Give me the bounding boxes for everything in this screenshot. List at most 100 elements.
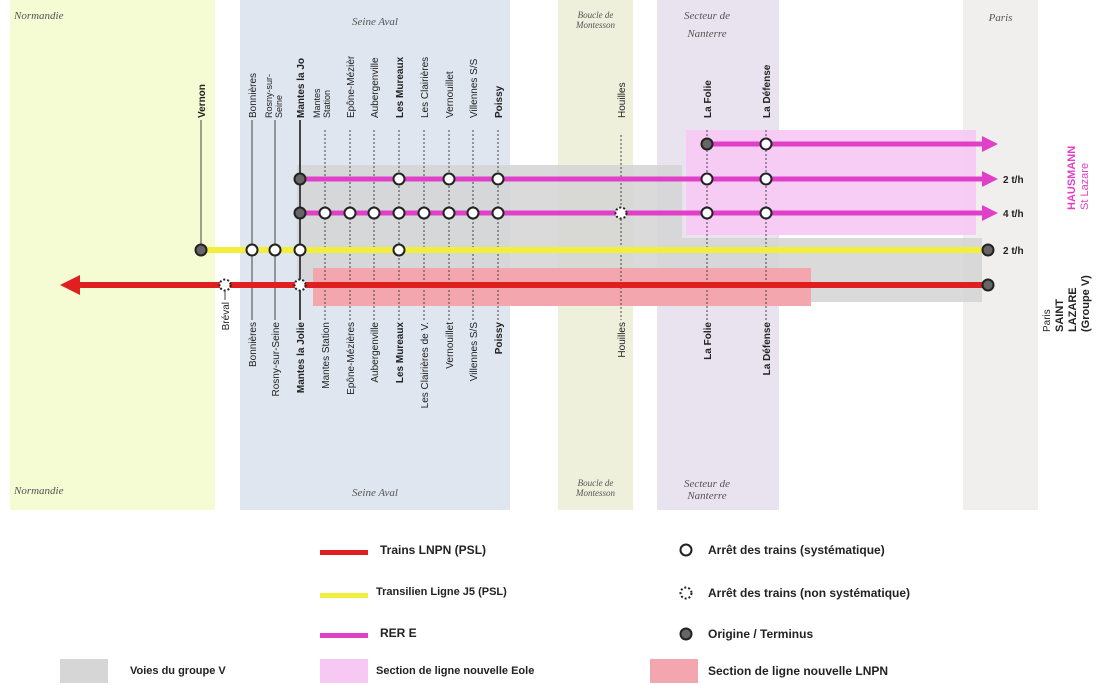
label-bottom-mantes-station: Mantes Station	[321, 322, 332, 389]
stop-breval-lnpn	[218, 278, 232, 292]
freq-transilien: 2 t/h	[1003, 246, 1024, 257]
label-top-vernouillet: Vernouillet	[445, 71, 456, 118]
legend-lnpn-label: Trains LNPN (PSL)	[380, 543, 487, 557]
label-bottom-poissy: Poissy	[494, 322, 505, 355]
label-bottom-bonnieres: Bonnières	[248, 322, 259, 367]
label-bottom-villennes: Villennes S/S	[469, 322, 480, 382]
label-top-mantes-jolie: Mantes la Jo	[296, 58, 307, 118]
dest-paris: Paris	[1042, 309, 1053, 332]
legend-stop-sys-icon	[679, 543, 693, 557]
stop-la-folie-l2	[700, 172, 714, 186]
stop-houilles-l3	[614, 206, 628, 220]
stop-la-defense-l3	[759, 206, 773, 220]
stop-mantes-station-l3	[318, 206, 332, 220]
zone-normandie	[10, 0, 215, 510]
legend-rere-label: RER E	[380, 626, 417, 640]
label-top-rosny-2: Seine	[274, 95, 284, 118]
legend-origin-label: Origine / Terminus	[708, 627, 814, 641]
label-bottom-aubergenville: Aubergenville	[370, 322, 381, 383]
label-bottom-vernouillet: Vernouillet	[445, 322, 456, 369]
voies-groupe-v-area-1	[297, 165, 682, 285]
label-bottom-houilles: Houilles	[617, 322, 628, 358]
rere-arrow-1	[982, 136, 998, 152]
zone-label-normandie-bottom: Normandie	[14, 485, 64, 497]
dest-st-lazare: St Lazare	[1079, 163, 1091, 210]
zone-label-secteur-line1: Secteur de	[683, 10, 731, 22]
legend-eole-label: Section de ligne nouvelle Eole	[376, 665, 535, 677]
label-bottom-mantes-jolie: Mantes la Jolie	[296, 322, 307, 394]
label-top-la-folie: La Folie	[703, 80, 714, 118]
label-top-mantes-station-2: Station	[322, 90, 332, 118]
stop-mureaux-l2	[392, 172, 406, 186]
rere-arrow-3	[982, 205, 998, 221]
legend-transilien-swatch	[320, 593, 368, 598]
stop-clairieres-l3	[417, 206, 431, 220]
legend-lnpn-swatch	[320, 550, 368, 555]
stop-la-defense-l1	[759, 137, 773, 151]
dest-hausmann: HAUSMANN	[1066, 146, 1078, 210]
label-top-houilles: Houilles	[617, 82, 628, 118]
zone-label-secteur-bottom-line2: Nanterre	[687, 490, 727, 502]
origin-mantes-l2	[293, 172, 307, 186]
label-bottom-clairieres: Les Clairières de V.	[420, 322, 431, 408]
stop-vernouillet-l3	[442, 206, 456, 220]
zone-label-boucle-bottom: Boucle de Montesson	[558, 478, 633, 498]
stop-mantes-transilien	[293, 243, 307, 257]
stop-la-folie-l3	[700, 206, 714, 220]
label-top-mantes-station: Mantes	[312, 88, 322, 118]
legend-eole-swatch	[320, 659, 368, 683]
legend-lnpn-section-swatch	[650, 659, 698, 683]
dest-saint: SAINT	[1054, 299, 1066, 332]
zone-label-paris-top: Paris	[988, 12, 1013, 24]
stop-rosny-transilien	[268, 243, 282, 257]
origin-vernon-transilien	[194, 243, 208, 257]
label-bottom-la-folie: La Folie	[703, 322, 714, 360]
stop-bonnieres-transilien	[245, 243, 259, 257]
label-bottom-breval: Bréval	[221, 302, 232, 330]
zone-label-secteur-line2: Nanterre	[687, 28, 727, 40]
stop-vernouillet-l2	[442, 172, 456, 186]
dest-groupe-v: (Groupe V)	[1080, 275, 1092, 332]
zone-label-normandie-top: Normandie	[14, 10, 64, 22]
zone-label-secteur-top: Secteur de Nanterre	[657, 10, 757, 40]
label-top-vernon: Vernon	[197, 84, 208, 118]
label-top-bonnieres: Bonnières	[248, 73, 259, 118]
stop-aubergenville-l3	[367, 206, 381, 220]
stop-villennes-l3	[466, 206, 480, 220]
label-bottom-mureaux: Les Mureaux	[395, 322, 406, 384]
legend-rere-swatch	[320, 633, 368, 638]
zone-label-boucle-bottom-line1: Boucle de	[577, 478, 614, 488]
label-top-poissy: Poissy	[494, 85, 505, 118]
label-top-mureaux: Les Mureaux	[395, 56, 406, 118]
legend-voies-label: Voies du groupe V	[130, 665, 226, 677]
eole-section-area	[686, 130, 976, 235]
legend-symbols	[679, 543, 693, 641]
origin-mantes-l3	[293, 206, 307, 220]
dest-lazare: LAZARE	[1067, 287, 1079, 332]
zone-label-boucle-top: Boucle de Montesson	[558, 10, 633, 30]
zone-label-seine-aval-top: Seine Aval	[352, 16, 398, 28]
zone-label-secteur-bottom-line1: Secteur de	[683, 478, 731, 490]
zone-label-boucle-bottom-line2: Montesson	[576, 488, 615, 498]
label-top-villennes: Villennes S/S	[469, 58, 480, 118]
label-top-clairieres: Les Clairières	[420, 57, 431, 118]
label-top-aubergenville: Aubergenville	[370, 57, 381, 118]
lnpn-arrow	[60, 275, 80, 295]
label-bottom-epone: Epône-Mézières	[346, 322, 357, 395]
stop-mureaux-l3	[392, 206, 406, 220]
label-bottom-rosny: Rosny-sur-Seine	[271, 322, 282, 397]
legend-stop-sys-label: Arrêt des trains (systématique)	[708, 543, 885, 557]
legend-stop-nonsys-icon	[679, 586, 693, 600]
terminus-paris-transilien	[981, 243, 995, 257]
zone-label-boucle-line2: Montesson	[576, 20, 615, 30]
terminus-paris-lnpn	[981, 278, 995, 292]
label-top-rosny: Rosny-sur-	[264, 74, 274, 118]
stop-poissy-l2	[491, 172, 505, 186]
origin-la-folie-l1	[700, 137, 714, 151]
label-bottom-la-defense: La Défense	[762, 322, 773, 376]
stop-mureaux-transilien	[392, 243, 406, 257]
freq-rere-line2: 2 t/h	[1003, 175, 1024, 186]
legend-transilien-label: Transilien Ligne J5 (PSL)	[376, 586, 507, 598]
freq-rere-line3: 4 t/h	[1003, 209, 1024, 220]
zone-label-seine-aval-bottom: Seine Aval	[352, 487, 398, 499]
